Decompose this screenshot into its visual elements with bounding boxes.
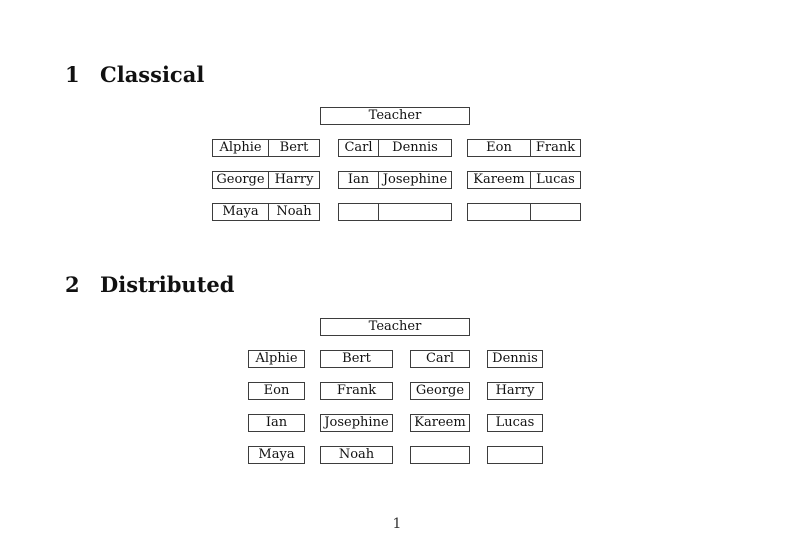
seat-name: Frank (535, 140, 576, 155)
teacher-box: Teacher (320, 107, 470, 125)
seat-name (468, 204, 531, 220)
seat-name: Alphie (213, 140, 269, 156)
seat-name: Josephine (324, 415, 389, 430)
desk-pair-box: Alphie Bert (212, 139, 320, 157)
seat-box-empty (487, 446, 543, 464)
desk-pair-box: Carl Dennis (338, 139, 452, 157)
seat-box: Carl (410, 350, 470, 368)
seat-name: Kareem (414, 415, 466, 430)
seat-box: Josephine (320, 414, 393, 432)
seat-box: Dennis (487, 350, 543, 368)
seat-name (411, 447, 469, 463)
seat-name: Frank (336, 383, 377, 398)
desk-pair-box-empty (467, 203, 581, 221)
section-title: Distributed (100, 272, 235, 297)
seat-name: Josephine (382, 172, 448, 187)
section-heading-distributed: 2 Distributed (65, 274, 234, 296)
seat-box: George (410, 382, 470, 400)
seat-name: Dennis (492, 351, 538, 366)
seat-box: Bert (320, 350, 393, 368)
seat-box: Lucas (487, 414, 543, 432)
seat-box: Harry (487, 382, 543, 400)
seat-name: Dennis (392, 140, 438, 155)
seat-name: Maya (258, 447, 295, 462)
seat-name (531, 204, 580, 220)
section-title: Classical (100, 62, 205, 87)
desk-pair-box: George Harry (212, 171, 320, 189)
seat-box: Kareem (410, 414, 470, 432)
seat-name: George (415, 383, 465, 398)
teacher-box: Teacher (320, 318, 470, 336)
seat-name: Carl (339, 140, 379, 156)
seat-name (379, 204, 451, 220)
seat-box: Ian (248, 414, 305, 432)
seat-name: Alphie (255, 351, 298, 366)
seat-name: Kareem (468, 172, 531, 188)
seat-name: Lucas (536, 172, 575, 187)
desk-pair-box: Maya Noah (212, 203, 320, 221)
section-heading-classical: 1 Classical (65, 64, 204, 86)
seat-name: Maya (213, 204, 269, 220)
seat-name: Ian (339, 172, 379, 188)
desk-pair-box: Eon Frank (467, 139, 581, 157)
seat-box: Alphie (248, 350, 305, 368)
section-number: 2 (65, 272, 80, 297)
seat-box: Maya (248, 446, 305, 464)
seat-box: Noah (320, 446, 393, 464)
seat-name: Noah (338, 447, 375, 462)
seat-name: Bert (279, 140, 309, 155)
seat-box-empty (410, 446, 470, 464)
page-number: 1 (392, 516, 402, 532)
seat-name: Eon (263, 383, 290, 398)
seat-name: Harry (495, 383, 535, 398)
seat-name: Carl (425, 351, 455, 366)
desk-pair-box-empty (338, 203, 452, 221)
seat-name: Ian (265, 415, 288, 430)
seat-name (488, 447, 542, 463)
desk-pair-box: Kareem Lucas (467, 171, 581, 189)
seat-name: George (213, 172, 269, 188)
seat-name: Harry (274, 172, 314, 187)
desk-pair-box: Ian Josephine (338, 171, 452, 189)
seat-box: Frank (320, 382, 393, 400)
seat-name: Bert (342, 351, 371, 366)
seat-name: Noah (276, 204, 312, 219)
teacher-label: Teacher (368, 319, 422, 334)
seat-box: Eon (248, 382, 305, 400)
seat-name: Eon (468, 140, 531, 156)
seat-name (339, 204, 379, 220)
seat-name: Lucas (495, 415, 535, 430)
section-number: 1 (65, 62, 80, 87)
teacher-label: Teacher (368, 108, 422, 123)
